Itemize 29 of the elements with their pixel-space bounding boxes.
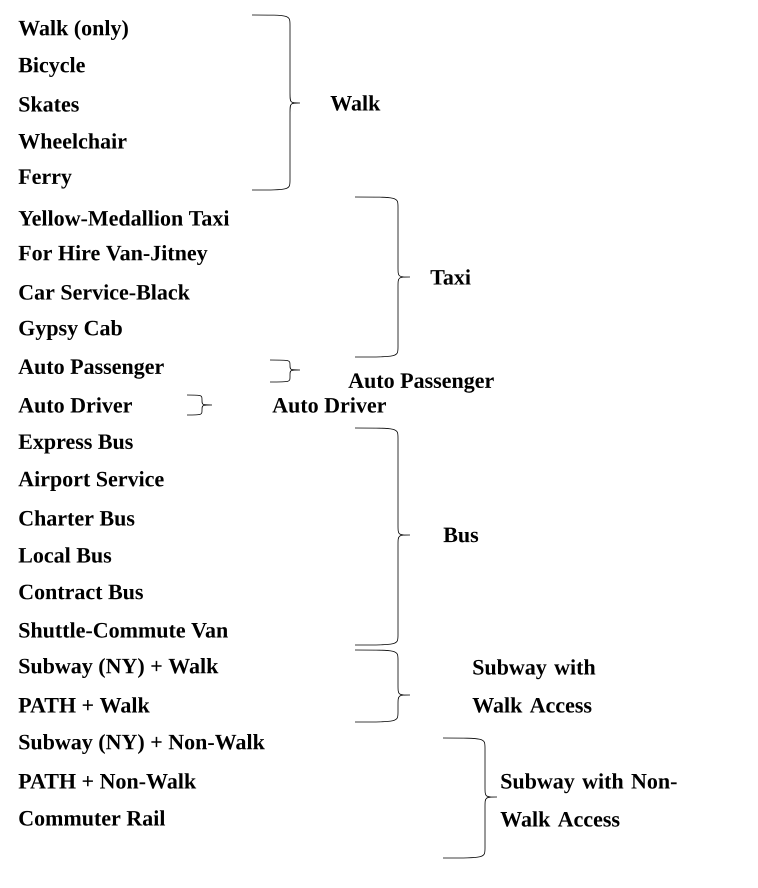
item-label: Subway (NY) + Walk xyxy=(19,658,218,678)
item-label: Bicycle xyxy=(18,57,85,77)
item-label: Local Bus xyxy=(18,547,112,563)
item-label: Walk (only) xyxy=(18,20,128,40)
group-label: Subway with Non-Walk Access xyxy=(500,773,677,827)
item-label: Ferry xyxy=(18,169,72,189)
item-label: Yellow-Medallion Taxi xyxy=(18,210,230,226)
group-label: Auto Passenger xyxy=(348,373,494,393)
item-label: Contract Bus xyxy=(19,584,143,600)
item-label: Wheelchair xyxy=(18,133,126,149)
item-label: Skates xyxy=(19,96,79,112)
group-label: Taxi xyxy=(430,269,471,285)
item-label: PATH + Non-Walk xyxy=(18,773,196,789)
item-label: Auto Passenger xyxy=(18,359,164,379)
item-label: For Hire Van-Jitney xyxy=(18,245,208,266)
item-label: Gypsy Cab xyxy=(19,320,122,340)
item-label: Charter Bus xyxy=(19,510,134,526)
item-label: Shuttle-Commute Van xyxy=(19,622,228,638)
item-label: Express Bus xyxy=(18,434,133,454)
group-label: Bus xyxy=(444,528,478,542)
item-label: Subway (NY) + Non-Walk xyxy=(19,734,265,754)
item-label: Car Service-Black xyxy=(19,284,190,300)
item-label: Airport Service xyxy=(18,471,164,491)
group-label: Auto Driver xyxy=(272,397,386,413)
item-label: Auto Driver xyxy=(18,397,132,413)
group-label: Subway with Walk Access xyxy=(472,659,596,713)
group-label: Walk xyxy=(330,95,380,111)
item-label: PATH + Walk xyxy=(18,697,150,713)
item-label: Commuter Rail xyxy=(19,810,166,826)
